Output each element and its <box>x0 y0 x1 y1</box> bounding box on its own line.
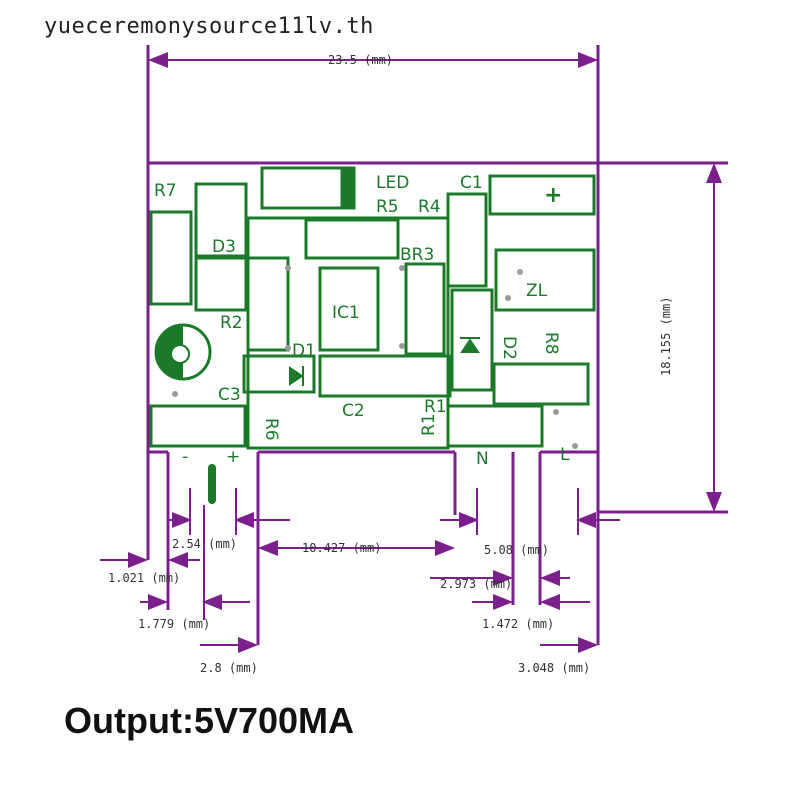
label-ic1: IC1 <box>332 303 360 323</box>
r4-footprint <box>446 192 488 288</box>
label-l-pin: L <box>560 445 570 465</box>
label-c3: C3 <box>218 385 241 405</box>
c1-footprint <box>488 174 596 216</box>
dim-height: 18.155 (mm) <box>659 297 673 376</box>
dim-5-08: 5.08 (mm) <box>484 543 549 557</box>
label-d3: D3 <box>212 237 236 257</box>
label-r6: R6 <box>261 418 281 441</box>
dim-2-8: 2.8 (mm) <box>200 661 258 675</box>
board-outline <box>146 45 728 645</box>
label-d2: D2 <box>499 336 519 360</box>
label-r2: R2 <box>220 313 243 333</box>
output-spec-label: Output:5V700MA <box>64 700 355 741</box>
label-c2: C2 <box>342 401 365 421</box>
c2-footprint <box>318 354 452 398</box>
label-minus-pin: - <box>182 447 188 467</box>
minus-pin-bar <box>208 464 216 504</box>
dim-width: 23.5 (mm) <box>328 53 393 67</box>
silkscreen-layer <box>149 166 596 450</box>
label-c1-plus: + <box>544 183 562 208</box>
watermark-text: yueceremonysource11lv.th <box>44 14 374 39</box>
label-r1-side: R1 <box>419 413 439 436</box>
label-r5: R5 <box>376 197 399 217</box>
dim-1-472: 1.472 (mm) <box>482 617 554 631</box>
r5-footprint <box>304 218 400 260</box>
label-plus-pin: + <box>226 447 240 467</box>
dim-1-779: 1.779 (mm) <box>138 617 210 631</box>
dim-2-54: 2.54 (mm) <box>172 537 237 551</box>
d2-footprint <box>450 288 494 392</box>
label-r8: R8 <box>541 332 561 355</box>
label-d1: D1 <box>292 341 316 361</box>
dim-2-973: 2.973 (mm) <box>440 577 512 591</box>
br3-footprint <box>404 262 446 356</box>
dim-3-048: 3.048 (mm) <box>518 661 590 675</box>
ic1-footprint <box>318 266 380 352</box>
r6-footprint <box>149 404 247 448</box>
diode-symbols <box>289 337 480 386</box>
dim-1-021: 1.021 (mm) <box>108 571 180 585</box>
r1-footprint <box>446 404 544 448</box>
led-footprint <box>260 166 356 210</box>
dim-10-427: 10.427 (mm) <box>302 541 381 555</box>
label-zl: ZL <box>526 281 548 301</box>
dimension-lines <box>100 52 722 653</box>
zl-footprint <box>494 248 596 312</box>
r7-footprint <box>149 210 193 306</box>
label-c1: C1 <box>460 173 483 193</box>
label-br3: BR3 <box>400 245 434 265</box>
d1-footprint <box>242 354 316 394</box>
d3-footprint-bottom <box>194 256 248 312</box>
label-r1-top: R1 <box>424 397 447 417</box>
label-r7: R7 <box>154 181 177 201</box>
label-led: LED <box>376 173 409 193</box>
label-n-pin: N <box>476 449 489 469</box>
label-r4: R4 <box>418 197 441 217</box>
r2-footprint <box>246 256 290 352</box>
d3-footprint-top <box>194 182 248 258</box>
r8-footprint <box>492 362 590 406</box>
